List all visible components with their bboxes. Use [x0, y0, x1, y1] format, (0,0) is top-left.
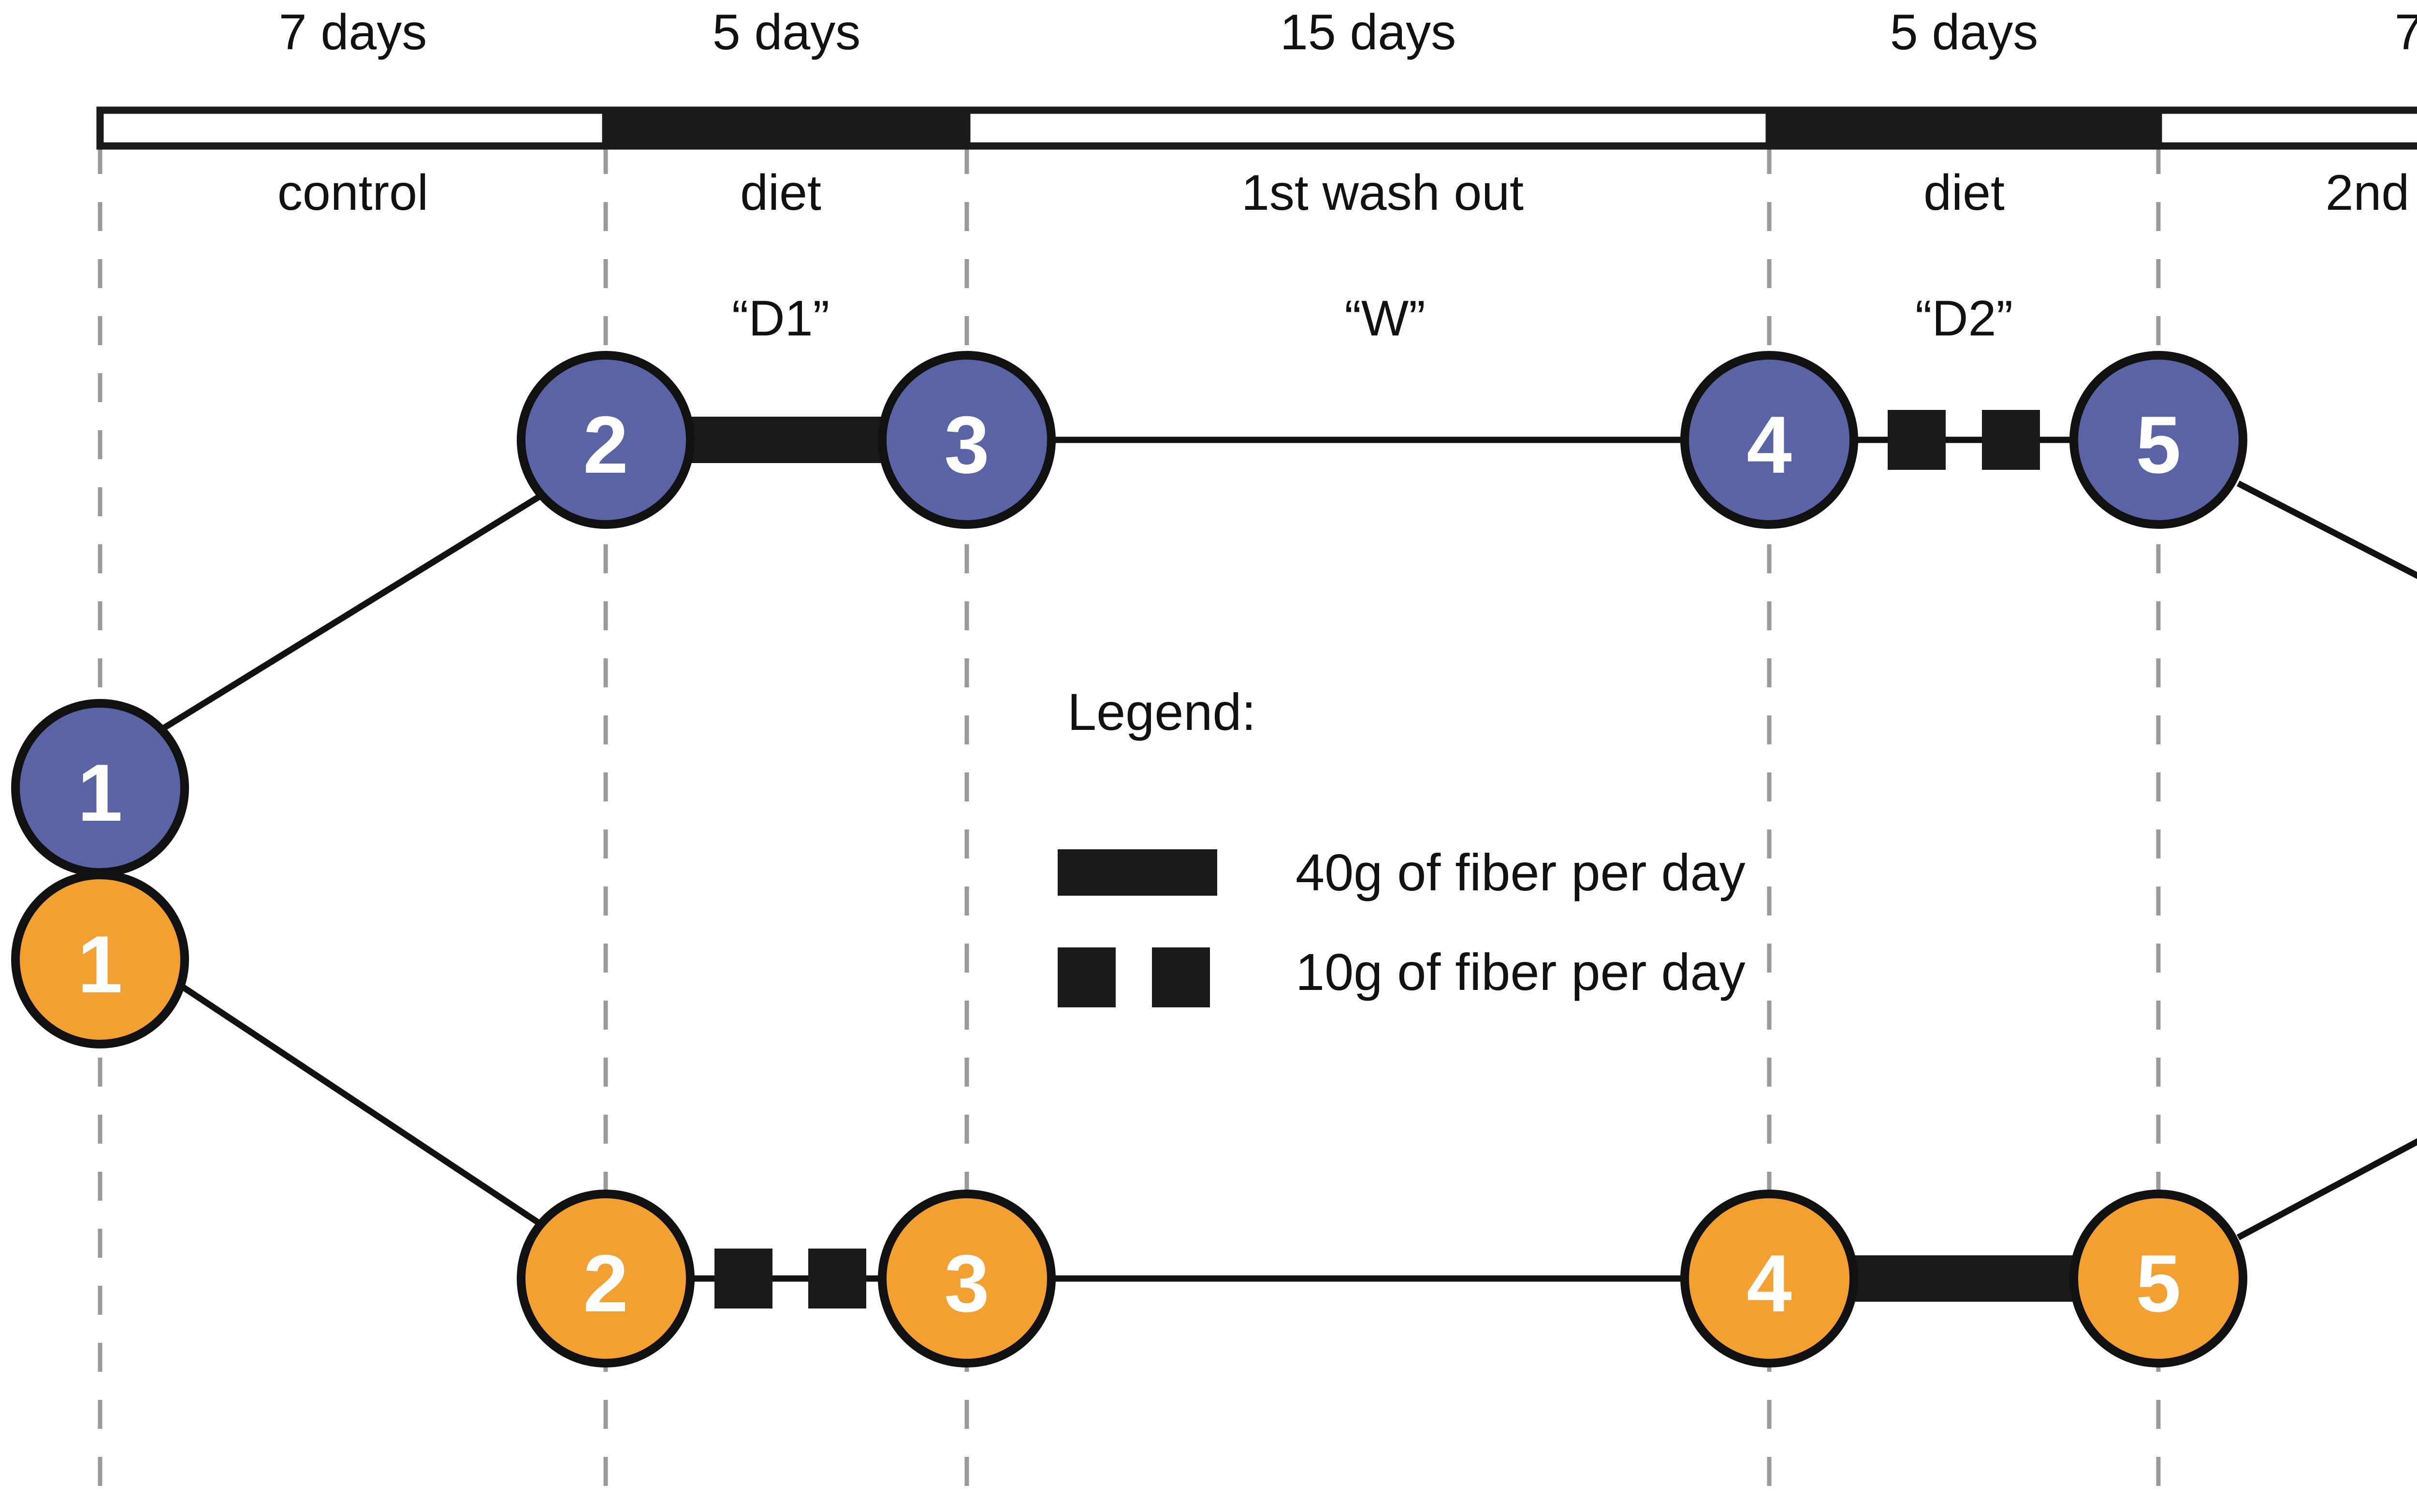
period-code-w: “W”	[1344, 291, 1426, 347]
node-b-4-label: 4	[1747, 1238, 1791, 1329]
phase-label-diet-1: diet	[740, 165, 821, 221]
link-b-2-3-square-2	[808, 1249, 866, 1308]
node-b-5[interactable]: 5	[2069, 1190, 2247, 1367]
node-b-3[interactable]: 3	[878, 1190, 1056, 1367]
link-a-4-5-square-1	[1888, 410, 1946, 470]
timeline-segment-control	[96, 106, 610, 150]
node-a-5-circle[interactable]	[2069, 351, 2247, 529]
duration-label-3: 5 days	[1890, 4, 2038, 60]
timeline-segment-diet-2	[1765, 106, 2162, 150]
link-b-2-3-square-1	[714, 1249, 772, 1308]
legend-swatches	[1058, 849, 1217, 1007]
node-b-5-label: 5	[2136, 1238, 2181, 1329]
node-b-1[interactable]: 1	[11, 871, 189, 1048]
node-b-5-circle[interactable]	[2069, 1190, 2247, 1367]
node-a-2-circle[interactable]	[517, 351, 695, 529]
node-a-1-label: 1	[77, 747, 122, 838]
link-a-5-6	[2237, 480, 2417, 579]
node-b-1-circle[interactable]	[11, 871, 189, 1048]
node-a-3[interactable]: 3	[878, 351, 1056, 529]
timeline-segment-washout-2	[2155, 106, 2417, 150]
link-b-1-2	[143, 959, 563, 1240]
duration-label-2: 15 days	[1280, 4, 1456, 60]
node-a-1[interactable]: 1	[11, 699, 189, 877]
node-b-2-circle[interactable]	[517, 1190, 695, 1367]
node-b-3-circle[interactable]	[878, 1190, 1056, 1367]
arm-a-nodes: 1 2 3 4 5 6	[11, 351, 2247, 877]
legend-swatch-thick-bar	[1058, 849, 1217, 896]
legend-title: Legend:	[1067, 683, 1256, 741]
legend-swatch-square-2	[1152, 947, 1210, 1007]
timeline-segment-washout-1	[963, 106, 1773, 150]
node-a-2-label: 2	[583, 399, 628, 490]
node-a-3-circle[interactable]	[878, 351, 1056, 529]
link-a-2-3-thick-bar	[679, 417, 897, 463]
node-a-2[interactable]: 2	[517, 351, 695, 529]
phase-label-washout-2: 2nd wash out	[2325, 165, 2417, 221]
timeline-bar	[96, 106, 2417, 150]
node-a-5-label: 5	[2136, 399, 2181, 490]
duration-label-0: 7 days	[278, 4, 427, 60]
node-b-1-label: 1	[77, 919, 122, 1010]
node-b-2-label: 2	[583, 1238, 628, 1329]
legend-swatch-square-1	[1058, 947, 1116, 1007]
link-b-5-6	[2236, 1138, 2417, 1240]
node-a-5[interactable]: 5	[2069, 351, 2247, 529]
node-b-4[interactable]: 4	[1680, 1190, 1858, 1367]
node-b-2[interactable]: 2	[517, 1190, 695, 1367]
legend-item-0-label: 40g of fiber per day	[1296, 843, 1746, 901]
link-a-4-5-dashed	[1851, 410, 2076, 470]
arm-a-links	[143, 410, 2417, 742]
link-a-1-2	[143, 480, 563, 742]
link-b-2-3-dashed	[679, 1249, 897, 1308]
node-a-3-label: 3	[944, 399, 989, 490]
node-b-3-label: 3	[944, 1238, 989, 1329]
timeline-guides	[98, 145, 2161, 1512]
link-a-4-5-square-2	[1982, 410, 2040, 470]
node-a-4-label: 4	[1747, 399, 1791, 490]
node-a-4[interactable]: 4	[1680, 351, 1858, 529]
period-code-d2: “D2”	[1915, 291, 2013, 347]
arm-b-nodes: 1 2 3 4 5 6	[11, 871, 2247, 1367]
phase-label-control: control	[277, 165, 429, 221]
duration-label-4: 7 days	[2394, 4, 2417, 60]
arm-b-links	[143, 959, 2417, 1308]
duration-label-1: 5 days	[712, 4, 861, 60]
link-b-4-5-thick-bar	[1851, 1255, 2076, 1302]
node-a-4-circle[interactable]	[1680, 351, 1858, 529]
period-code-d1: “D1”	[731, 291, 830, 347]
legend-item-1-label: 10g of fiber per day	[1296, 943, 1746, 1001]
phase-label-diet-2: diet	[1923, 165, 2005, 221]
node-b-4-circle[interactable]	[1680, 1190, 1858, 1367]
phase-label-washout-1: 1st wash out	[1241, 165, 1524, 221]
timeline-segment-diet-1	[602, 106, 971, 150]
